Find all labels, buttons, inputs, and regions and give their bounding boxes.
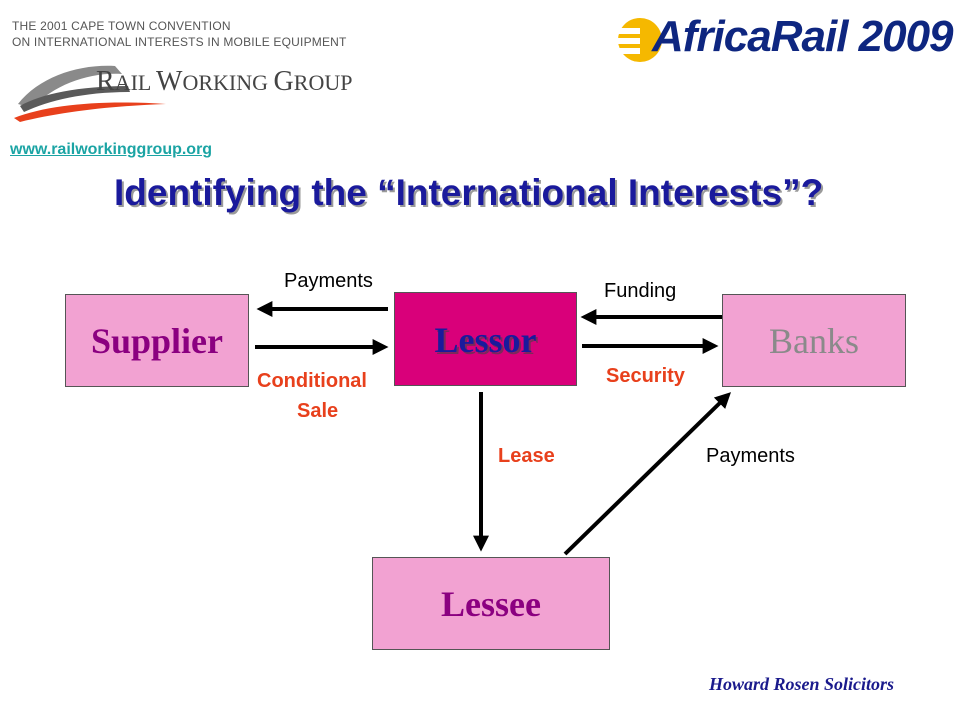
speed-line-2 [610, 38, 640, 44]
supplier-box: Supplier [65, 294, 249, 387]
lessor-box: Lessor [394, 292, 577, 386]
label-funding: Funding [604, 280, 677, 302]
rail-working-group-logo [14, 65, 166, 122]
train-body-shape [20, 86, 130, 112]
footer-company: Howard Rosen Solicitors [709, 674, 895, 694]
label-payments-right: Payments [706, 445, 795, 467]
label-payments-top: Payments [284, 270, 373, 292]
supplier-label: Supplier [90, 320, 224, 361]
slide-title: Identifying the “International Interests… [114, 172, 824, 213]
africarail-speed-icon [610, 18, 662, 62]
arrow-payments-lessee-to-banks [563, 392, 732, 556]
africarail-2009-logo: AfricaRail 2009 [652, 12, 954, 61]
label-conditional: Conditional [257, 370, 367, 392]
lessee-label: Lessee [441, 583, 541, 624]
lessee-box: Lessee [372, 557, 610, 650]
speed-line-1 [610, 28, 640, 34]
speed-line-3 [610, 48, 640, 54]
lessor-label: Lessor [434, 320, 537, 360]
convention-line-1: THE 2001 CAPE TOWN CONVENTION [12, 19, 231, 33]
convention-line-2: ON INTERNATIONAL INTERESTS IN MOBILE EQU… [12, 35, 347, 49]
banks-box: Banks [722, 294, 906, 387]
label-security: Security [606, 365, 685, 387]
rail-swoosh-shape [14, 102, 166, 122]
rail-working-group-name: RAIL WORKING GROUP [96, 66, 353, 97]
rail-working-group-url[interactable]: www.railworkinggroup.org [10, 141, 213, 158]
label-lease: Lease [498, 445, 555, 467]
banks-label: Banks [769, 320, 859, 361]
label-sale: Sale [297, 400, 339, 422]
